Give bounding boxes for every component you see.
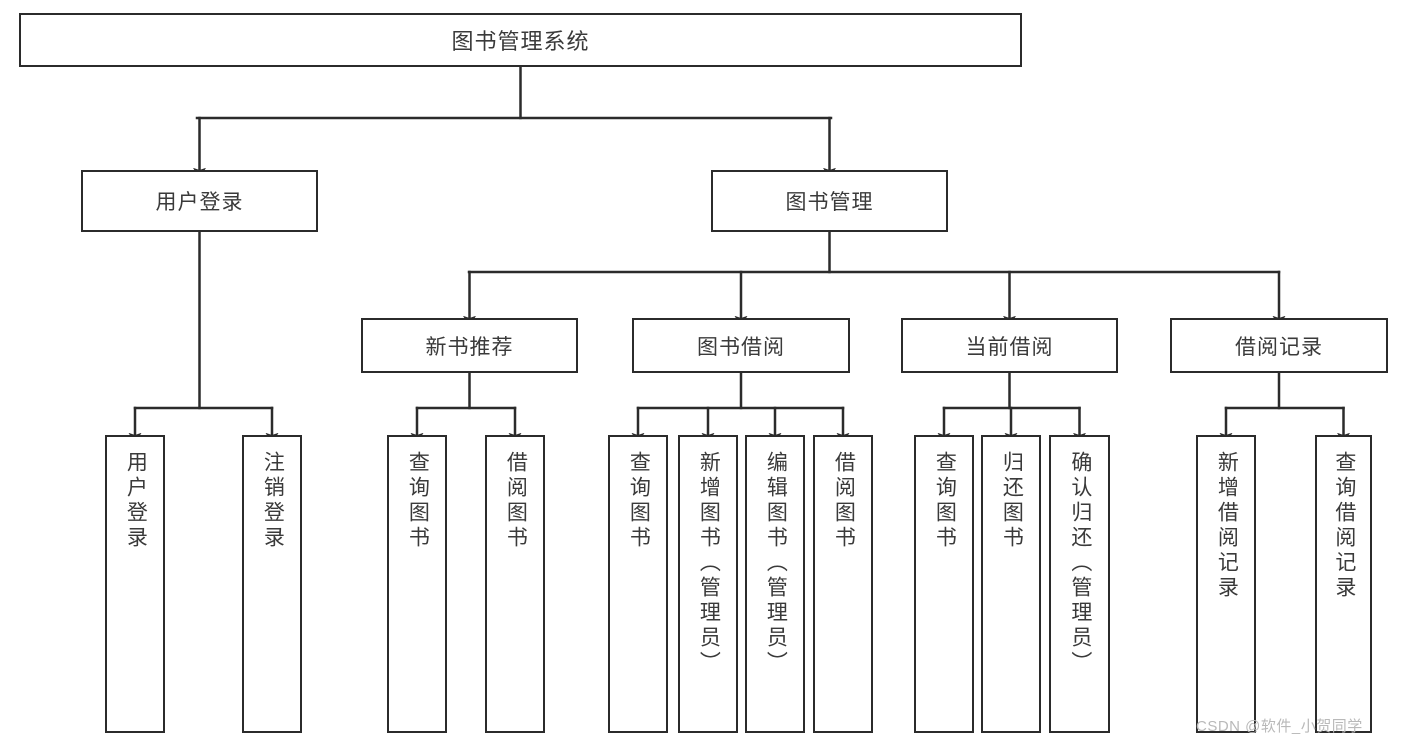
node-label: 注销登录 [261, 451, 285, 551]
node-label: 新增借阅记录 [1215, 451, 1239, 601]
node-label: 新增图书（管理员） [697, 451, 721, 676]
node-leaf-query-book-recommend[interactable]: 查询图书 [387, 435, 447, 733]
node-leaf-query-book-borrow[interactable]: 查询图书 [608, 435, 668, 733]
node-label: 新书推荐 [425, 335, 514, 359]
node-label: 查询图书 [406, 451, 430, 551]
node-label: 用户登录 [124, 451, 148, 551]
node-label: 图书管理系统 [451, 29, 590, 54]
node-new-book-recommend[interactable]: 新书推荐 [361, 318, 578, 373]
node-leaf-return-book[interactable]: 归还图书 [981, 435, 1041, 733]
node-leaf-add-book[interactable]: 新增图书（管理员） [678, 435, 738, 733]
node-current-borrow[interactable]: 当前借阅 [901, 318, 1118, 373]
node-leaf-borrow-book[interactable]: 借阅图书 [813, 435, 873, 733]
node-label: 归还图书 [1000, 451, 1024, 551]
node-leaf-edit-book[interactable]: 编辑图书（管理员） [745, 435, 805, 733]
node-label: 用户登录 [155, 191, 244, 214]
node-label: 编辑图书（管理员） [764, 451, 788, 676]
node-label: 查询图书 [627, 451, 651, 551]
node-label: 查询借阅记录 [1332, 451, 1356, 601]
node-label: 借阅图书 [832, 451, 856, 551]
node-leaf-add-borrow-record[interactable]: 新增借阅记录 [1196, 435, 1256, 733]
node-leaf-query-book-current[interactable]: 查询图书 [914, 435, 974, 733]
node-leaf-borrow-book-recommend[interactable]: 借阅图书 [485, 435, 545, 733]
node-label: 确认归还（管理员） [1068, 451, 1092, 676]
node-label: 查询图书 [933, 451, 957, 551]
node-book-management[interactable]: 图书管理 [711, 170, 948, 232]
node-leaf-query-borrow-record[interactable]: 查询借阅记录 [1315, 435, 1372, 733]
node-leaf-user-login[interactable]: 用户登录 [105, 435, 165, 733]
node-user-login[interactable]: 用户登录 [81, 170, 318, 232]
node-borrow-record[interactable]: 借阅记录 [1170, 318, 1388, 373]
node-label: 当前借阅 [965, 335, 1054, 359]
node-book-borrow[interactable]: 图书借阅 [632, 318, 850, 373]
csdn-watermark: CSDN @软件_小贺同学 [1196, 718, 1363, 735]
node-leaf-logout[interactable]: 注销登录 [242, 435, 302, 733]
node-label: 图书管理 [785, 191, 874, 214]
node-label: 借阅图书 [504, 451, 528, 551]
node-label: 借阅记录 [1235, 335, 1323, 359]
node-leaf-confirm-return[interactable]: 确认归还（管理员） [1049, 435, 1110, 733]
node-label: 图书借阅 [697, 335, 785, 359]
node-root[interactable]: 图书管理系统 [19, 13, 1022, 67]
